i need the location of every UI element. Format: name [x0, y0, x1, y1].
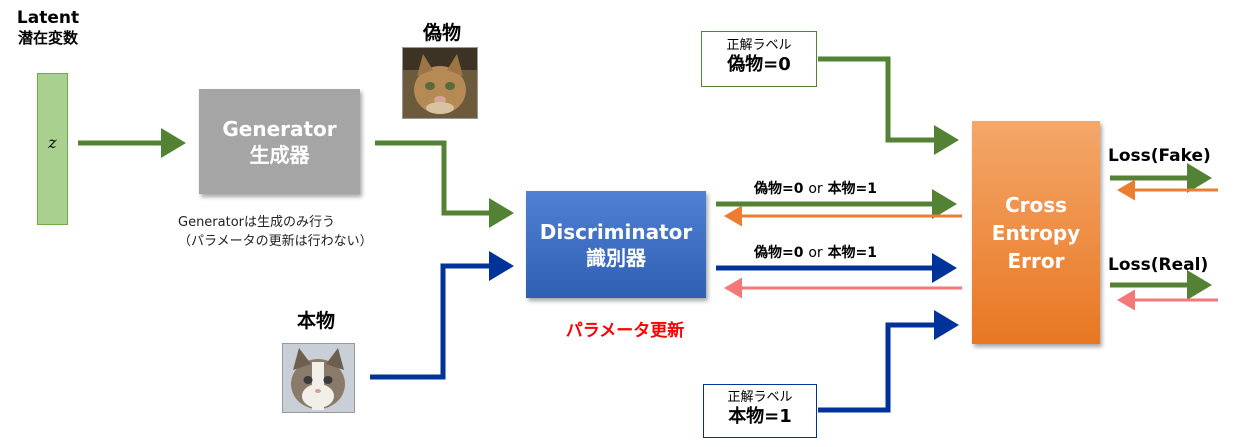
- fake-label-value: 偽物=0: [727, 54, 791, 75]
- generator-name-en: Generator: [222, 116, 337, 141]
- fake-label-caption: 正解ラベル: [726, 38, 792, 53]
- fake-label-to-ce-arrow: [818, 56, 960, 155]
- arrow-top-real: 本物=1: [827, 181, 878, 197]
- generator-name-ja: 生成器: [249, 142, 310, 167]
- generator-to-discriminator-arrow: [375, 140, 515, 228]
- arrow-bottom-real: 本物=1: [827, 245, 878, 261]
- discriminator-name-ja: 識別器: [586, 245, 646, 270]
- arrow-top-or: or: [808, 181, 823, 197]
- cross-entropy-line1: Cross: [1004, 192, 1068, 217]
- generator-box: Generator 生成器: [199, 89, 360, 194]
- real-label-caption: 正解ラベル: [727, 390, 793, 405]
- generator-note-line2: （パラメータの更新は行わない）: [178, 234, 373, 249]
- discriminator-name-en: Discriminator: [539, 219, 693, 244]
- real-label-box: 正解ラベル 本物=1: [703, 384, 817, 438]
- latent-title-ja: 潜在変数: [17, 29, 78, 47]
- loss-real-label: Loss(Real): [1108, 255, 1209, 275]
- fake-cat-image: [402, 47, 478, 119]
- latent-symbol: z: [48, 133, 57, 152]
- real-to-discriminator-arrow: [370, 251, 515, 380]
- arrow-bottom-or: or: [808, 245, 823, 261]
- cross-entropy-line2: Entropy: [991, 220, 1081, 245]
- loss-fake-label: Loss(Fake): [1108, 146, 1211, 166]
- arrow-top-label: 偽物=0 or 本物=1: [754, 178, 877, 198]
- latent-title-en: Latent: [16, 8, 80, 28]
- real-image-title: 本物: [296, 310, 335, 332]
- generator-note: Generatorは生成のみ行う （パラメータの更新は行わない）: [178, 213, 428, 251]
- arrow-top-fake: 偽物=0: [754, 181, 804, 197]
- cross-entropy-line3: Error: [1007, 248, 1065, 273]
- latent-title: Latent 潜在変数: [8, 8, 88, 48]
- fake-label-box: 正解ラベル 偽物=0: [701, 31, 817, 87]
- arrow-bottom-fake: 偽物=0: [754, 245, 804, 261]
- cross-entropy-box: Cross Entropy Error: [972, 121, 1100, 344]
- real-label-to-ce-arrow: [818, 310, 960, 413]
- discriminator-update-note: パラメータ更新: [565, 321, 685, 341]
- latent-vector-bar: [37, 73, 68, 225]
- discriminator-box: Discriminator 識別器: [526, 191, 706, 298]
- fake-image-title: 偽物: [422, 22, 461, 44]
- real-cat-image: [282, 343, 355, 413]
- arrow-bottom-label: 偽物=0 or 本物=1: [754, 242, 877, 262]
- real-label-value: 本物=1: [728, 406, 792, 427]
- generator-note-line1: Generatorは生成のみ行う: [178, 215, 336, 230]
